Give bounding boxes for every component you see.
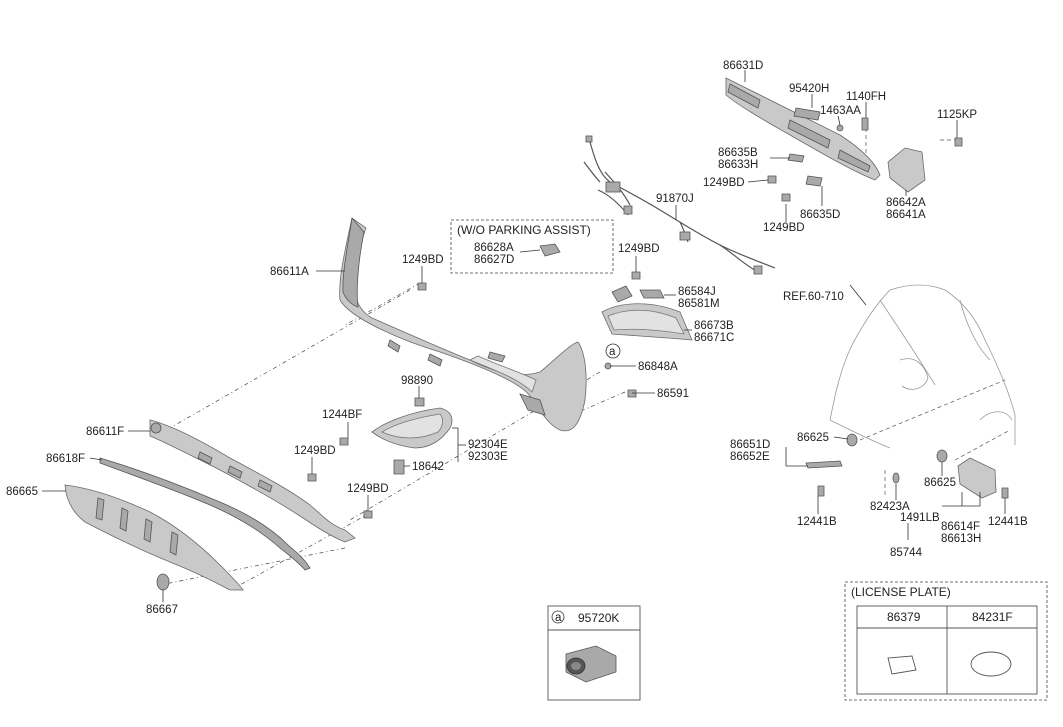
label-86642A: 86642A <box>886 197 926 209</box>
side-bracket[interactable] <box>601 285 693 341</box>
body-reference-panel <box>829 284 1016 449</box>
label-86635D: 86635D <box>800 209 840 221</box>
plug-cap[interactable] <box>156 573 170 591</box>
sensor-box: a 95720K <box>547 605 641 701</box>
label-1140FH: 1140FH <box>846 91 886 103</box>
rear-side-lamp[interactable] <box>957 457 997 499</box>
license-col1: 86379 <box>887 610 921 624</box>
label-1249BD-beam-lower: 1249BD <box>763 222 805 234</box>
wiring-harness[interactable] <box>583 135 776 275</box>
license-lamp-icon <box>887 655 917 675</box>
part-labels: 86631D 95420H 1140FH 1463AA 1125KP 86635… <box>6 60 1028 616</box>
sensor-part: 95720K <box>578 611 619 625</box>
sensor-marker: a <box>555 612 562 624</box>
bumper-lower-center[interactable] <box>149 419 356 543</box>
label-86591: 86591 <box>657 388 689 400</box>
label-12441B-right: 12441B <box>988 516 1028 528</box>
label-86611A: 86611A <box>270 266 309 278</box>
label-86625-right: 86625 <box>924 477 956 489</box>
bracket-86635D[interactable] <box>805 175 823 187</box>
label-86641A: 86641A <box>886 209 926 221</box>
bracket-95420H[interactable] <box>793 107 821 121</box>
label-1125KP: 1125KP <box>937 109 977 121</box>
label-1249BD-cover: 1249BD <box>402 254 444 266</box>
label-85744: 85744 <box>890 547 923 559</box>
label-86665: 86665 <box>6 486 38 498</box>
reflector-lamp[interactable] <box>371 407 453 449</box>
label-ref-60-710: REF.60-710 <box>783 291 844 303</box>
parking-sensor-icon <box>565 645 617 683</box>
rear-skid-plate[interactable] <box>64 484 244 591</box>
label-86581M: 86581M <box>678 298 720 310</box>
license-col2: 84231F <box>972 610 1013 624</box>
label-1244BF: 1244BF <box>322 409 362 421</box>
grommet-86625-left[interactable] <box>846 433 858 447</box>
clip-1463AA[interactable] <box>836 124 844 132</box>
label-95420H: 95420H <box>789 83 829 95</box>
label-98890: 98890 <box>401 375 433 387</box>
parking-assist-title: (W/O PARKING ASSIST) <box>457 223 591 237</box>
label-1491LB: 1491LB <box>900 512 940 524</box>
label-86652E: 86652E <box>730 451 770 463</box>
label-86631D: 86631D <box>723 60 763 72</box>
label-86633H: 86633H <box>718 159 758 171</box>
assembly-lines <box>159 128 1011 586</box>
label-82423A: 82423A <box>870 501 910 513</box>
label-86673B: 86673B <box>694 320 734 332</box>
bumper-trim-strip[interactable] <box>99 457 311 571</box>
rear-bumper-cover[interactable] <box>339 217 587 432</box>
bracket-86584J[interactable] <box>639 289 665 299</box>
label-92303E: 92303E <box>468 451 508 463</box>
label-1249BD-skid: 1249BD <box>347 483 389 495</box>
clip-98890[interactable] <box>414 397 425 407</box>
parking-assist-box: (W/O PARKING ASSIST) <box>450 219 614 274</box>
label-86635B: 86635B <box>718 147 758 159</box>
bracket-86635B[interactable] <box>787 153 805 163</box>
callout-a-marker: a <box>605 343 621 359</box>
license-plate-box: (LICENSE PLATE) 86379 84231F <box>844 581 1048 701</box>
label-92304E: 92304E <box>468 439 508 451</box>
bracket-86628A[interactable] <box>539 243 561 257</box>
label-86611F: 86611F <box>86 426 124 438</box>
label-86627D: 86627D <box>474 254 514 266</box>
label-86667: 86667 <box>146 604 178 616</box>
license-pad-icon <box>970 651 1012 677</box>
label-86651D: 86651D <box>730 439 770 451</box>
label-91870J: 91870J <box>656 193 694 205</box>
label-12441B-left: 12441B <box>797 516 837 528</box>
rear-side-bar[interactable] <box>805 460 843 469</box>
license-plate-title: (LICENSE PLATE) <box>851 585 951 599</box>
bulb[interactable] <box>393 459 405 475</box>
label-18642: 18642 <box>412 461 444 473</box>
label-86671C: 86671C <box>694 332 734 344</box>
label-1249BD-bracket: 1249BD <box>618 243 660 255</box>
clip-82423A[interactable] <box>892 472 900 484</box>
leader-lines <box>42 70 1006 602</box>
label-86625-left: 86625 <box>797 432 829 444</box>
label-86613H: 86613H <box>941 533 981 545</box>
label-86848A: 86848A <box>638 361 678 373</box>
label-1463AA: 1463AA <box>820 105 861 117</box>
label-1249BD-beam: 1249BD <box>703 177 745 189</box>
svg-text:a: a <box>609 346 616 358</box>
screws <box>307 117 1009 519</box>
stay-bracket[interactable] <box>887 147 926 193</box>
grommet-86625-right[interactable] <box>936 449 948 463</box>
label-1249BD-lower: 1249BD <box>294 445 336 457</box>
label-86628A: 86628A <box>474 242 514 254</box>
label-86584J: 86584J <box>678 286 716 298</box>
label-86618F: 86618F <box>46 453 85 465</box>
label-86614F: 86614F <box>941 521 980 533</box>
impact-beam[interactable] <box>725 77 881 181</box>
